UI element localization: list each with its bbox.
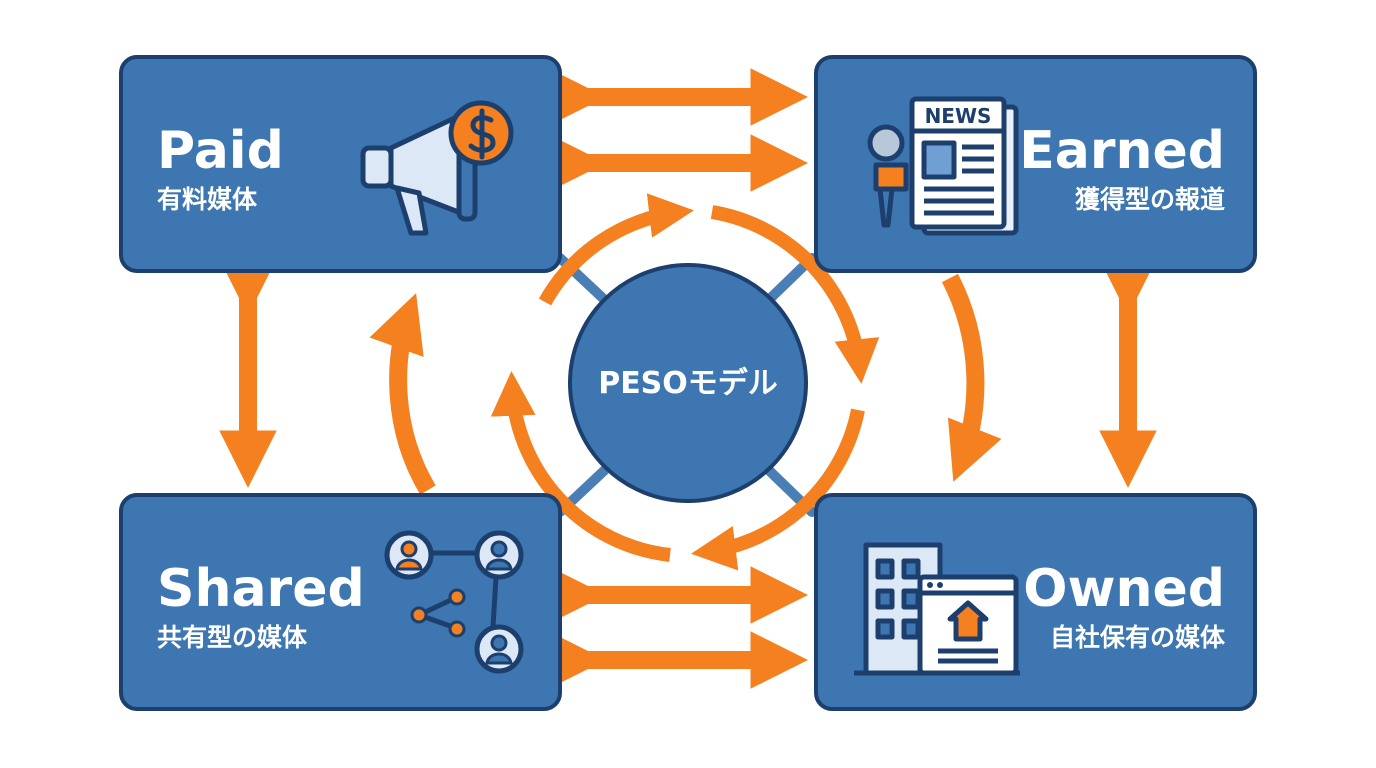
cycle-arrow-bottom bbox=[691, 408, 865, 571]
horizontal-arrows bbox=[548, 68, 808, 689]
shared-subtitle: 共有型の媒体 bbox=[157, 623, 308, 652]
quadrant-shared: Shared 共有型の媒体 bbox=[119, 493, 562, 711]
newspaper-microphone-icon: NEWS bbox=[867, 96, 1019, 236]
earned-title: Earned bbox=[1019, 121, 1225, 181]
paid-subtitle: 有料媒体 bbox=[157, 185, 258, 214]
cycle-arrow-left bbox=[490, 371, 671, 562]
center-circle bbox=[568, 263, 808, 503]
social-network-icon bbox=[384, 530, 524, 674]
curved-arrows bbox=[369, 273, 1002, 495]
arrow-shared-to-paid bbox=[369, 293, 436, 495]
owned-title: Owned bbox=[1023, 559, 1225, 619]
earned-subtitle: 獲得型の報道 bbox=[1074, 185, 1225, 214]
cycle-arrows bbox=[490, 193, 880, 571]
quadrant-earned: Earned 獲得型の報道 NEWS bbox=[814, 55, 1257, 273]
center-label: PESOモデル bbox=[598, 366, 778, 401]
vertical-arrows bbox=[219, 258, 1157, 488]
paid-title: Paid bbox=[157, 121, 284, 181]
quadrant-owned: Owned 自社保有の媒体 bbox=[814, 493, 1257, 711]
building-website-icon bbox=[854, 542, 1020, 676]
arrow-earned-to-owned bbox=[941, 273, 1002, 482]
quadrant-paid: Paid 有料媒体 bbox=[119, 55, 562, 273]
megaphone-dollar-icon bbox=[360, 100, 514, 236]
newspaper-label: NEWS bbox=[925, 104, 992, 128]
shared-title: Shared bbox=[157, 559, 365, 619]
owned-subtitle: 自社保有の媒体 bbox=[1049, 623, 1225, 652]
cycle-arrow-right bbox=[710, 205, 880, 384]
cycle-arrow-top bbox=[538, 193, 694, 306]
